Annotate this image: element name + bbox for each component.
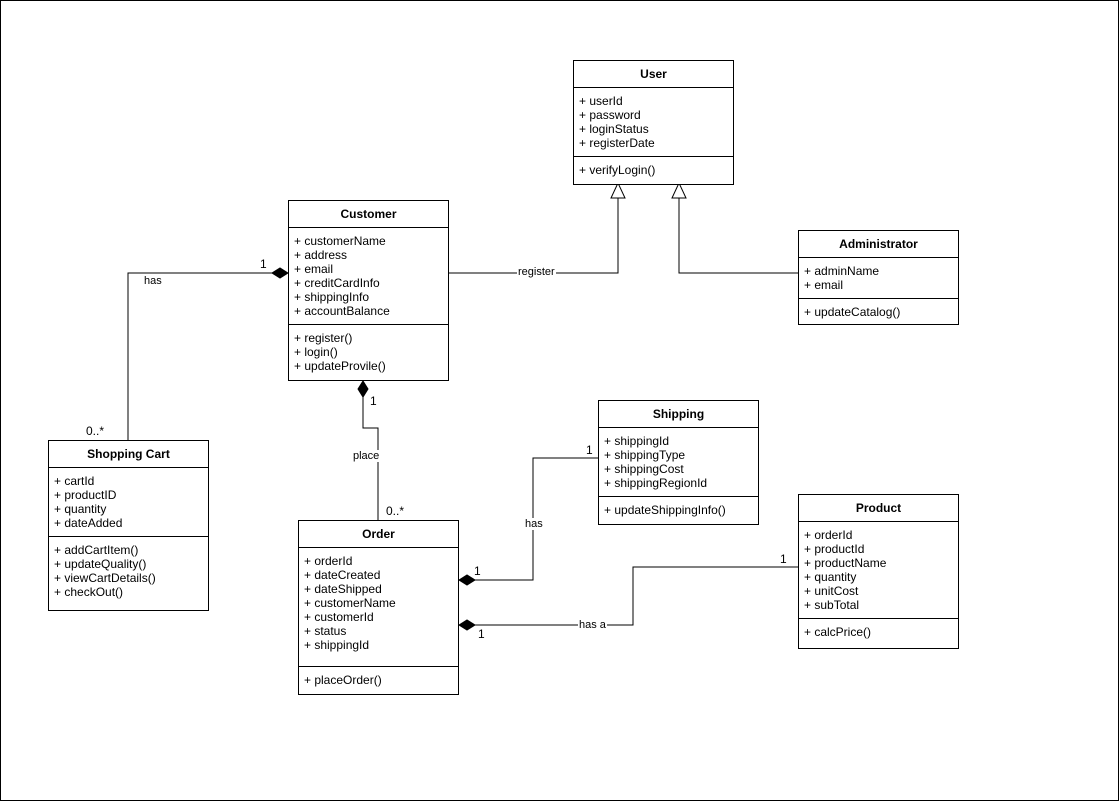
class-customer[interactable]: Customer + customerName + address + emai… [288,200,449,381]
class-order-attributes: + orderId + dateCreated + dateShipped + … [299,548,458,666]
customer-cart-multiplicity-customer: 1 [260,257,267,271]
order-product-association-line [475,566,798,626]
class-attribute: + userId [579,94,623,108]
class-attribute: + orderId [804,528,853,542]
class-method: + updateQuality() [54,557,147,571]
order-shipping-multiplicity-order: 1 [474,564,481,578]
class-product-title: Product [799,495,958,522]
class-attribute: + quantity [54,502,107,516]
class-customer-attributes: + customerName + address + email + credi… [289,228,448,324]
class-customer-methods: + register() + login() + updateProvile() [289,324,448,379]
class-shipping-methods: + updateShippingInfo() [599,496,758,523]
class-shipping-attributes: + shippingId + shippingType + shippingCo… [599,428,758,496]
class-attribute: + customerName [304,596,396,610]
class-shipping[interactable]: Shipping + shippingId + shippingType + s… [598,400,759,525]
class-administrator-attributes: + adminName + email [799,258,958,298]
class-method: + placeOrder() [304,673,382,687]
class-attribute: + dateShipped [304,582,382,596]
class-attribute: + shippingType [604,448,686,462]
customer-order-composition-diamond [357,380,369,398]
class-shopping-cart[interactable]: Shopping Cart + cartId + productID + qua… [48,440,209,611]
class-attribute: + customerName [294,234,386,248]
class-product-methods: + calcPrice() [799,618,958,645]
order-product-composition-diamond [458,619,476,631]
class-attribute: + dateAdded [54,516,123,530]
customer-order-multiplicity-order: 0..* [386,504,405,518]
class-user-methods: + verifyLogin() [574,156,733,183]
order-shipping-has-label: has [524,518,544,530]
class-shipping-title: Shipping [599,401,758,428]
class-attribute: + shippingId [604,434,670,448]
class-method: + checkOut() [54,585,124,599]
class-method: + updateCatalog() [804,305,901,319]
class-attribute: + creditCardInfo [294,276,380,290]
class-method: + viewCartDetails() [54,571,156,585]
customer-cart-has-label: has [143,275,163,287]
administrator-user-generalization-arrowhead [671,181,687,199]
class-shopping-cart-attributes: + cartId + productID + quantity + dateAd… [49,468,208,536]
place-label: place [352,450,381,462]
class-customer-title: Customer [289,201,448,228]
class-product[interactable]: Product + orderId + productId + productN… [798,494,959,649]
order-product-has-a-label: has a [578,619,607,631]
order-product-multiplicity-product: 1 [780,552,787,566]
class-method: + verifyLogin() [579,163,656,177]
order-product-multiplicity-order: 1 [478,627,485,641]
class-shopping-cart-title: Shopping Cart [49,441,208,468]
class-attribute: + email [294,262,334,276]
class-attribute: + address [294,248,348,262]
class-attribute: + customerId [304,610,374,624]
class-attribute: + status [304,624,347,638]
class-product-attributes: + orderId + productId + productName + qu… [799,522,958,618]
class-user-title: User [574,61,733,88]
class-attribute: + cartId [54,474,95,488]
class-administrator-methods: + updateCatalog() [799,298,958,325]
administrator-user-generalization-line [678,198,798,274]
class-user-attributes: + userId + password + loginStatus + regi… [574,88,733,156]
class-attribute: + productId [804,542,865,556]
class-attribute: + shippingCost [604,462,684,476]
order-shipping-composition-diamond [458,574,476,586]
class-administrator-title: Administrator [799,231,958,258]
class-method: + login() [294,345,338,359]
class-attribute: + email [804,278,844,292]
customer-order-association-line [362,397,379,520]
class-method: + calcPrice() [804,625,872,639]
class-attribute: + accountBalance [294,304,390,318]
class-attribute: + dateCreated [304,568,381,582]
class-attribute: + orderId [304,554,353,568]
customer-cart-composition-diamond [271,267,289,279]
class-attribute: + loginStatus [579,122,649,136]
class-method: + updateShippingInfo() [604,503,726,517]
class-attribute: + quantity [804,570,857,584]
class-attribute: + registerDate [579,136,655,150]
class-attribute: + subTotal [804,598,860,612]
class-attribute: + password [579,108,641,122]
class-attribute: + unitCost [804,584,859,598]
class-attribute: + productName [804,556,887,570]
customer-cart-association-line [127,272,272,440]
class-shopping-cart-methods: + addCartItem() + updateQuality() + view… [49,536,208,605]
class-method: + addCartItem() [54,543,139,557]
class-administrator[interactable]: Administrator + adminName + email + upda… [798,230,959,325]
class-attribute: + adminName [804,264,880,278]
class-method: + updateProvile() [294,359,386,373]
customer-user-generalization-line [448,198,619,274]
order-shipping-multiplicity-shipping: 1 [586,443,593,457]
class-attribute: + shippingInfo [294,290,370,304]
customer-order-multiplicity-customer: 1 [370,394,377,408]
class-attribute: + productID [54,488,117,502]
class-order-title: Order [299,521,458,548]
class-order[interactable]: Order + orderId + dateCreated + dateShip… [298,520,459,695]
class-attribute: + shippingRegionId [604,476,708,490]
customer-user-generalization-arrowhead [610,181,626,199]
register-label: register [517,266,556,278]
class-user[interactable]: User + userId + password + loginStatus +… [573,60,734,185]
class-order-methods: + placeOrder() [299,666,458,693]
class-attribute: + shippingId [304,638,370,652]
customer-cart-multiplicity-cart: 0..* [86,424,105,438]
class-method: + register() [294,331,353,345]
